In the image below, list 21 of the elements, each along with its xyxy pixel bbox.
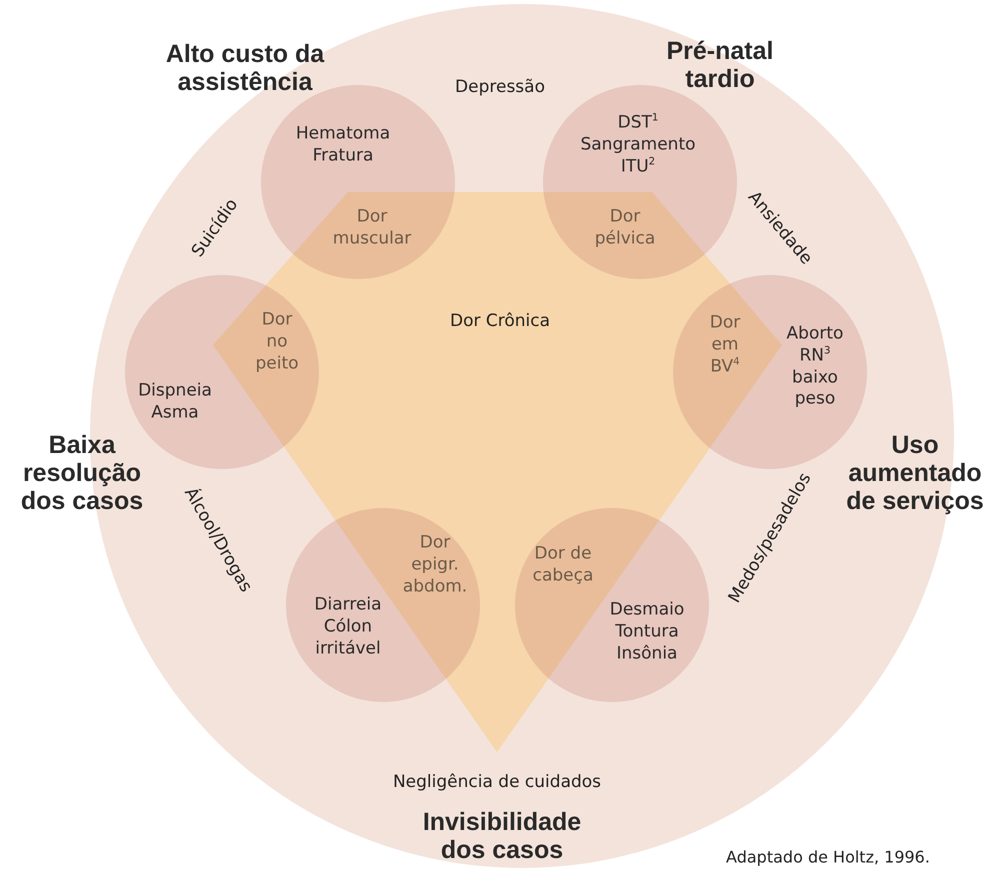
condition-list: Hematoma Fratura: [296, 123, 390, 167]
pain-label: Dor epigr. abdom.: [402, 532, 468, 598]
pain-label: Dor em BV$^{4}$: [710, 312, 740, 378]
outcome-heading: Uso aumentado de serviços: [845, 431, 985, 515]
factor-label: Negligência de cuidados: [392, 772, 602, 792]
pain-label: Dor de cabeça: [532, 543, 594, 587]
source-note: Adaptado de Holtz, 1996.: [726, 848, 930, 866]
outcome-heading: Invisibilidade dos casos: [422, 808, 582, 864]
condition-list: Diarreia Cólon irritável: [314, 594, 382, 660]
outcome-heading: Baixa resolução dos casos: [20, 431, 144, 515]
center-label: Dor Crônica: [450, 311, 550, 333]
pain-label: Dor muscular: [332, 206, 412, 250]
pain-label: Dor pélvica: [594, 206, 656, 250]
condition-list: DST$^{1}$ Sangramento ITU$^{2}$: [580, 112, 696, 178]
factor-label: Depressão: [455, 77, 545, 97]
pain-label: Dor no peito: [255, 309, 299, 375]
outcome-heading: Alto custo da assistência: [164, 40, 326, 96]
condition-list: Dispneia Asma: [138, 380, 212, 424]
condition-list: Aborto RN$^{3}$ baixo peso: [786, 324, 844, 410]
condition-list: Desmaio Tontura Insônia: [610, 599, 684, 665]
outcome-heading: Pré-natal tardio: [666, 37, 774, 93]
